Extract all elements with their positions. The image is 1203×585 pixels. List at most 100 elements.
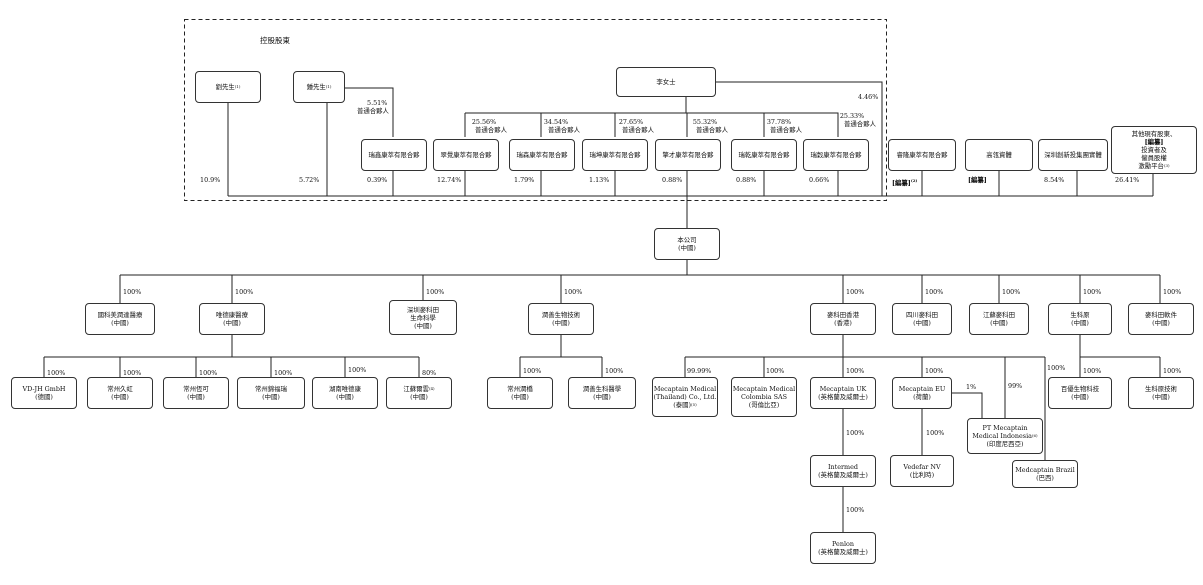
company-node: 本公司 (中國): [654, 228, 720, 260]
node-line: (中國): [111, 319, 129, 327]
weide-child-jinfurui: 常州錦福瑞(中國): [237, 377, 305, 409]
partnership-gp-label: 普通合夥人: [696, 126, 728, 134]
node-line: (巴西): [1036, 474, 1054, 482]
weide-child-pct: 100%: [123, 369, 142, 377]
hk-child-pct: 100%: [766, 367, 785, 375]
shengkeyuan-child-pct: 100%: [1083, 367, 1102, 375]
runshan-child-medical: 潤善生科醫學(中國): [568, 377, 636, 409]
node-line: (泰國): [673, 401, 692, 409]
zhong-gp-label: 普通合夥人: [357, 107, 389, 115]
node-line: (香港): [834, 319, 852, 327]
partnership-ruikun: 瑞坤康萃有限合夥: [582, 139, 648, 171]
partnership-holding-pct: 0.39%: [367, 176, 388, 184]
partnership-gp-pct: 55.32%: [692, 118, 718, 126]
intermed-node: Intermed(英格蘭及威爾士): [810, 455, 876, 487]
node-line: (中國): [262, 393, 280, 401]
partnership-holding-pct: 0.66%: [809, 176, 830, 184]
footnote-marker: (6): [1031, 433, 1038, 438]
pt-from-eu-pct: 1%: [966, 383, 977, 391]
node-line: 麥科田軟件: [1145, 311, 1177, 319]
vedefar-pct: 100%: [926, 429, 945, 437]
node-line: (荷蘭): [913, 393, 931, 401]
node-line: (Thailand) Co., Ltd.: [653, 393, 717, 401]
node-line: (中國): [1071, 319, 1089, 327]
node-line: (印度尼西亞): [986, 440, 1024, 448]
node-line: Mecaptain EU: [898, 385, 946, 393]
node-line: (中國): [593, 393, 611, 401]
shareholder-zhong-name: 鍾先生: [306, 83, 326, 91]
node-line: (比利時): [909, 471, 935, 479]
node-line: 江蘇麥科田: [983, 311, 1015, 319]
shenzhen-capital-holding-pct: 8.54%: [1044, 176, 1065, 184]
node-line: PT Mecaptain: [982, 424, 1028, 432]
node-line: 常州恆可: [183, 385, 209, 393]
level1-pct: 100%: [925, 288, 944, 296]
weide-child-vdjh: VD-JH GmbH(德國): [11, 377, 77, 409]
shengkeyuan-child-tech: 生科原技術(中國): [1128, 377, 1194, 409]
subsidiary-software: 麥科田軟件(中國): [1128, 303, 1194, 335]
weide-child-pct: 80%: [422, 369, 437, 377]
footnote-marker: (4): [428, 386, 435, 391]
node-line: (哥倫比亞): [748, 401, 780, 409]
level1-pct: 100%: [1083, 288, 1102, 296]
holder-name-line: 僱員股權: [1141, 154, 1167, 162]
holder-name: 高瓴資體: [986, 151, 1012, 159]
controlling-shareholders-boundary: [184, 19, 887, 201]
weide-child-pct: 100%: [47, 369, 66, 377]
holder-others: 其他現有股東、 [編纂] 投資者及 僱員股權 激勵平台(3): [1111, 126, 1197, 174]
weide-child-pct: 100%: [274, 369, 293, 377]
node-line: 湖南唯德康: [329, 385, 361, 393]
holder-ruilong: 睿隆康萃有限合夥: [888, 139, 956, 171]
hk-child-brazil: Medcaptain Brazil(巴西): [1012, 460, 1078, 488]
liu-holding-pct: 10.9%: [200, 176, 221, 184]
penlon-node: Penlon(英格蘭及威爾士): [810, 532, 876, 564]
shareholder-li: 李女士: [616, 67, 716, 97]
level1-pct: 100%: [564, 288, 583, 296]
node-line: 國科美潤達醫療: [97, 311, 143, 319]
node-line: (英格蘭及威爾士): [818, 548, 868, 556]
partnership-ruigu: 瑞穀康萃有限合夥: [803, 139, 869, 171]
partnership-name: 擎才康萃有限合夥: [662, 151, 714, 159]
shareholder-zhong: 鍾先生(1): [293, 71, 345, 103]
subsidiary-guoke: 國科美潤達醫療(中國): [85, 303, 155, 335]
holder-name-line: [編纂]: [1144, 138, 1164, 146]
partnership-gp-label: 普通合夥人: [622, 126, 654, 134]
shareholder-li-name: 李女士: [656, 78, 676, 86]
hk-child-thailand: Mecaptain Medical(Thailand) Co., Ltd.(泰國…: [652, 377, 718, 417]
partnership-cuijue: 翠覺康萃有限合夥: [433, 139, 499, 171]
hk-child-pct: 100%: [1047, 364, 1066, 372]
node-line: Mecaptain Medical: [653, 385, 717, 393]
node-line: (英格蘭及威爾士): [818, 393, 868, 401]
hk-child-uk: Mecaptain UK(英格蘭及威爾士): [810, 377, 876, 409]
partnership-holding-pct: 1.13%: [589, 176, 610, 184]
node-line: 百優生物科技: [1060, 385, 1100, 393]
level1-pct: 100%: [1002, 288, 1021, 296]
li-direct-pct: 4.46%: [858, 93, 879, 101]
node-line: (中國): [187, 393, 205, 401]
node-line: (中國): [511, 393, 529, 401]
partnership-gp-pct: 34.54%: [543, 118, 569, 126]
node-line: Medical Indonesia: [972, 432, 1032, 440]
partnership-name: 瑞乾康萃有限合夥: [738, 151, 790, 159]
partnership-name: 翠覺康萃有限合夥: [440, 151, 492, 159]
partnership-ruiqian: 瑞乾康萃有限合夥: [731, 139, 797, 171]
node-line: Mecaptain Medical: [732, 385, 796, 393]
node-line: 生科原: [1070, 311, 1090, 319]
node-line: Medcaptain Brazil: [1015, 466, 1075, 474]
partnership-gp-pct: 27.65%: [618, 118, 644, 126]
node-line: Vedefar NV: [903, 463, 941, 471]
pt-from-hk-pct: 99%: [1008, 382, 1023, 390]
node-line: (中國): [223, 319, 241, 327]
node-line: 常州久虹: [107, 385, 133, 393]
company-region: (中國): [678, 244, 696, 252]
zhong-holding-pct: 5.72%: [299, 176, 320, 184]
others-holding-pct: 26.41%: [1115, 176, 1140, 184]
holder-name-line: 投資者及: [1141, 146, 1167, 154]
vedefar-node: Vedefar NV(比利時): [890, 455, 954, 487]
node-line: (中國): [990, 319, 1008, 327]
partnership-gp-label: 普通合夥人: [548, 126, 580, 134]
hk-child-pct: 100%: [846, 367, 865, 375]
partnership-name: 瑞坤康萃有限合夥: [589, 151, 641, 159]
